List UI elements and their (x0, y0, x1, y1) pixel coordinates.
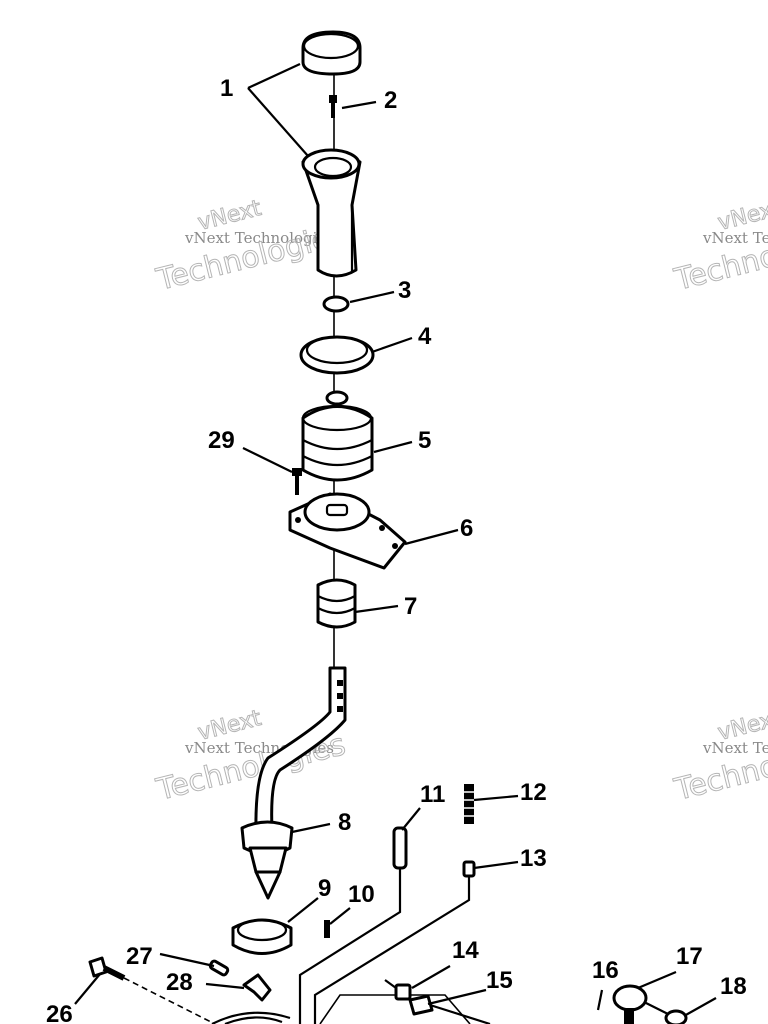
watermark-right-bottom: vNext vNext Technologies Technologies (670, 705, 768, 808)
callout-18: 18 (720, 973, 747, 1000)
callout-28: 28 (166, 969, 193, 996)
callout-16: 16 (592, 957, 619, 984)
svg-text:vNext Technologies: vNext Technologies (184, 229, 334, 247)
callout-12: 12 (520, 779, 547, 806)
callout-6: 6 (460, 515, 473, 542)
linkage-guide-lines (298, 868, 471, 1024)
part-5-boot (301, 390, 374, 482)
part-6-housing-plate (288, 492, 407, 570)
part-2-screw (329, 95, 337, 118)
callout-14: 14 (452, 937, 479, 964)
part-11-pin (392, 826, 408, 870)
part-1-knob-cap (301, 30, 362, 76)
callout-15: 15 (486, 967, 513, 994)
callout-13: 13 (520, 845, 547, 872)
part-17-rod-end (612, 984, 673, 1017)
part-3-small-ring (322, 295, 350, 313)
callout-17: 17 (676, 943, 703, 970)
callout-29: 29 (208, 427, 235, 454)
callout-8: 8 (338, 809, 351, 836)
part-26-bolt (88, 956, 216, 1024)
callout-10: 10 (348, 881, 375, 908)
part-29-bolt (292, 468, 302, 495)
callout-4: 4 (418, 323, 432, 350)
part-16-bolt (624, 1008, 634, 1024)
callout-3: 3 (398, 277, 411, 304)
part-7-spring (316, 578, 357, 629)
callout-11: 11 (420, 781, 445, 808)
part-28-clip (242, 973, 272, 1002)
callout-9: 9 (318, 875, 331, 902)
part-12-stud (464, 784, 474, 824)
part-9-bushing (231, 918, 293, 955)
callout-labels: 1 2 3 4 5 29 6 7 8 11 12 13 9 10 14 15 1… (46, 75, 747, 1024)
part-15-rod (408, 994, 491, 1024)
part-18-nut (664, 1009, 688, 1024)
part-13-nut (462, 860, 476, 878)
watermark-right-top: vNext vNext Technologies Technologies (670, 195, 768, 298)
part-1-handle-grip (301, 148, 362, 278)
callout-1: 1 (220, 75, 233, 102)
part-14-fitting (384, 979, 412, 1001)
part-8-shift-lever (240, 666, 347, 900)
part-27-pin (208, 959, 230, 977)
leader-lines (74, 63, 717, 1017)
callout-27: 27 (126, 943, 153, 970)
part-4-large-ring (299, 335, 375, 375)
svg-text:vNext Technologies: vNext Technologies (702, 739, 768, 757)
callout-5: 5 (418, 427, 431, 454)
callout-26: 26 (46, 1001, 73, 1024)
svg-text:vNext Technologies: vNext Technologies (702, 229, 768, 247)
callout-2: 2 (384, 87, 397, 114)
base-housing (211, 1011, 291, 1024)
callout-7: 7 (404, 593, 417, 620)
